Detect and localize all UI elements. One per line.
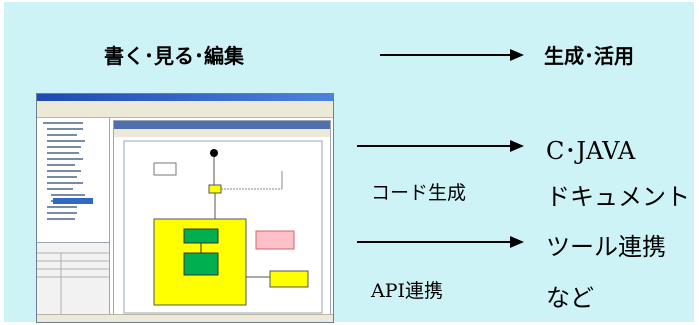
label-write-view-edit: 書く･見る･編集 [104, 44, 244, 68]
screenshot-toolbar [37, 107, 333, 118]
label-tool-integration: ツール連携 [546, 233, 666, 261]
tree-lines-icon [43, 122, 93, 220]
arrow-top-head [510, 49, 524, 61]
arrow-tool-head [510, 236, 524, 248]
label-generate-use: 生成･活用 [544, 44, 634, 68]
label-etc: など [546, 284, 594, 312]
screenshot-statusbar [37, 314, 333, 322]
arrow-c-java-head [510, 140, 524, 152]
editor-screenshot [36, 93, 334, 323]
label-c-java: C･JAVA [546, 137, 636, 165]
screenshot-diagram-window [113, 120, 331, 318]
screenshot-titlebar [37, 94, 333, 101]
state-diagram-icon [114, 121, 330, 314]
label-code-generation: コード生成 [371, 182, 467, 204]
label-document: ドキュメント [546, 183, 690, 211]
properties-grid-icon [37, 252, 109, 315]
screenshot-properties-panel [37, 242, 109, 315]
label-api-integration: API連携 [371, 280, 444, 302]
